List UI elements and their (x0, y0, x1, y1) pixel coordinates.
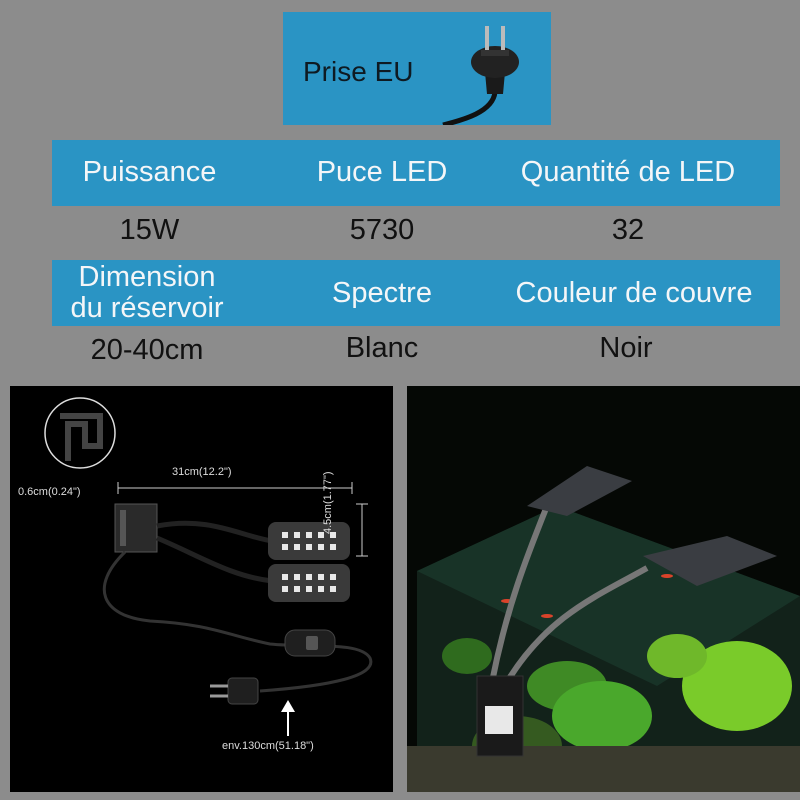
value-puce-led: 5730 (349, 214, 415, 246)
value-dimension-reservoir: 20-40cm (90, 334, 204, 366)
plug-banner: Prise EU (283, 12, 551, 125)
plug-label: Prise EU (303, 56, 414, 87)
width-label: 31cm(12.2") (172, 466, 232, 478)
header-puissance: Puissance (82, 156, 217, 188)
header-spectre: Spectre (332, 277, 432, 309)
lamp-head-1 (268, 522, 350, 560)
aquarium-lamp-head-2 (643, 536, 777, 586)
header-couleur-couvre: Couleur de couvre (515, 277, 753, 309)
clip-detail-circle (44, 397, 116, 469)
product-dimensions-photo: 31cm(12.2") 0.6cm(0.24") 4.5cm(1.77") en… (10, 386, 393, 792)
header-quantite-led: Quantité de LED (520, 156, 736, 188)
header-puce-led: Puce LED (316, 156, 448, 188)
value-quantite-led: 32 (611, 214, 645, 246)
height-label: 4.5cm(1.77") (322, 471, 334, 534)
lamp-diagram (44, 397, 373, 736)
clip-label: 0.6cm(0.24") (18, 486, 81, 498)
header-dimension-reservoir: Dimension du réservoir (70, 261, 224, 324)
specs-header-band-2: Dimension du réservoir Spectre Couleur d… (52, 260, 780, 326)
value-puissance: 15W (119, 214, 180, 246)
eu-plug (227, 677, 259, 705)
specs-header-band-1: Puissance Puce LED Quantité de LED (52, 140, 780, 206)
aquarium-photo (407, 386, 800, 792)
value-spectre: Blanc (345, 332, 419, 364)
eu-plug-icon (442, 26, 519, 125)
value-couleur-couvre: Noir (599, 332, 653, 364)
aquarium-scene (407, 386, 800, 792)
lamp-head-2 (268, 564, 350, 602)
cable-length-label: env.130cm(51.18") (222, 740, 314, 752)
aquarium-lamp-head-1 (527, 466, 632, 516)
